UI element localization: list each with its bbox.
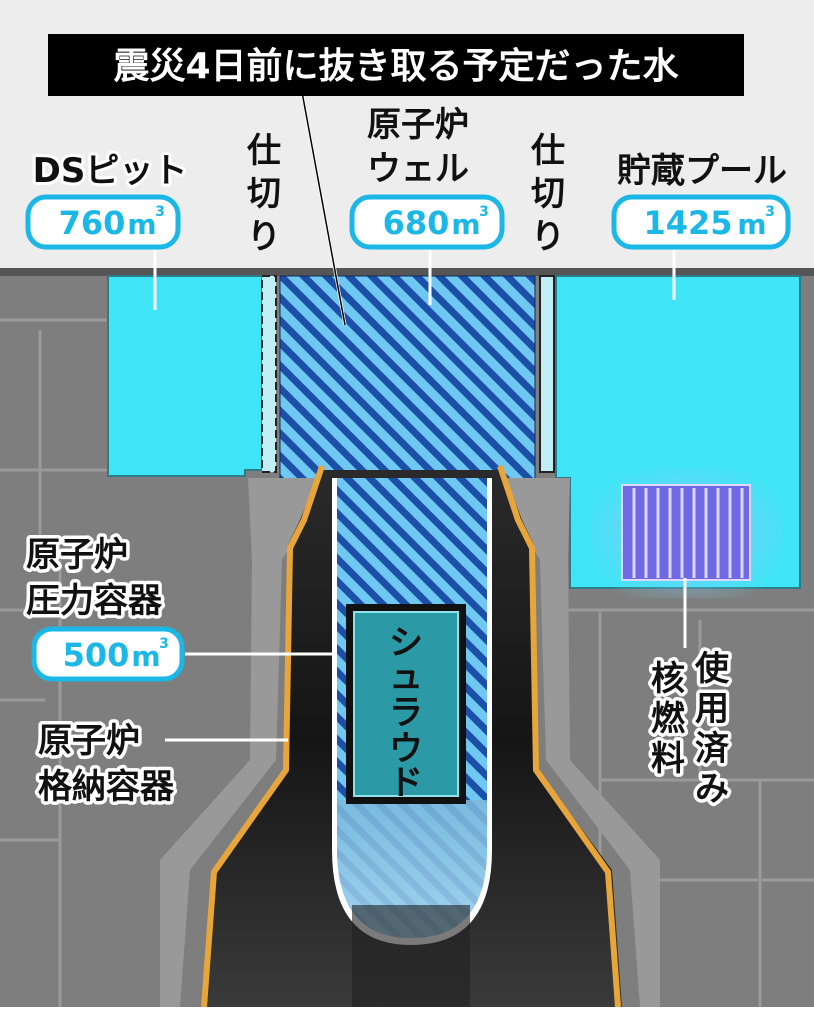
title-text: 震災4日前に抜き取る予定だった水 xyxy=(113,46,679,87)
shield-wall-left xyxy=(160,478,320,1007)
shroud-label: シ ュ ラ ウ ド xyxy=(389,623,423,803)
pressure-vessel-bottom xyxy=(337,800,487,938)
containment-label-2: 格納容器 xyxy=(38,767,175,807)
partition-left-char: 切 xyxy=(247,174,281,214)
shroud-char: ラ xyxy=(389,693,423,733)
containment-label-1: 原子炉 xyxy=(38,721,140,761)
pressure-vessel-volume-badge xyxy=(31,626,185,682)
pedestal xyxy=(352,905,470,1007)
reactor-well-volume: 680 xyxy=(383,204,450,242)
storage-pool-volume-badge xyxy=(611,194,791,250)
ds-pit-label: DSピット xyxy=(33,151,188,191)
pressure-vessel-label-1: 原子炉 xyxy=(26,535,128,575)
title-bar xyxy=(48,34,744,96)
shroud-char: ュ xyxy=(389,657,423,697)
shield-wall-right xyxy=(503,478,660,1007)
reactor-well-label-2: ウェル xyxy=(367,149,469,189)
reactor-well-exp: 3 xyxy=(479,204,489,220)
partition-right-label: 仕 切 り xyxy=(531,131,565,257)
partition-right-char: 切 xyxy=(531,174,565,214)
floor-line xyxy=(0,268,814,276)
storage-pool-exp: 3 xyxy=(765,204,775,220)
partition-left-gate xyxy=(261,275,277,473)
pressure-vessel-exp: 3 xyxy=(159,636,169,652)
partition-right-char: 仕 xyxy=(531,131,565,171)
reactor-well-volume-badge xyxy=(349,194,505,250)
reactor-well-label-1: 原子炉 xyxy=(367,105,469,145)
pressure-vessel-label-2: 圧力容器 xyxy=(26,581,163,621)
shroud-body xyxy=(353,611,459,797)
spent-fuel-char: 用 xyxy=(695,689,729,729)
pressure-vessel-volume: 500 xyxy=(63,636,130,674)
partition-left-label: 仕 切 り xyxy=(247,131,281,257)
partition-right-gate xyxy=(539,275,555,473)
spent-fuel-char: 核 xyxy=(651,659,685,699)
containment-outline-left xyxy=(201,465,325,1008)
partition-right-char: り xyxy=(531,217,565,257)
shroud-char: ウ xyxy=(389,729,423,769)
reactor-well-unit: m xyxy=(451,208,480,241)
ds-pit-exp: 3 xyxy=(155,204,165,220)
spent-fuel-label: 使 用 済 み 核 燃 料 xyxy=(648,646,734,813)
shroud-char: シ xyxy=(389,623,423,663)
storage-pool-unit: m xyxy=(737,208,766,241)
spent-fuel-char: 料 xyxy=(651,739,685,779)
pressure-vessel-unit: m xyxy=(131,640,160,673)
leader-lines-dark xyxy=(301,91,346,326)
spent-fuel-char: み xyxy=(695,769,729,809)
ds-pit-volume-badge xyxy=(25,194,181,250)
partition-left-char: り xyxy=(247,217,281,257)
spent-fuel-char: 使 xyxy=(694,649,730,689)
spent-fuel-char: 済 xyxy=(695,729,730,769)
partition-left-char: 仕 xyxy=(247,131,281,171)
reactor-well-water xyxy=(279,275,536,487)
spent-fuel-rack xyxy=(621,484,751,581)
ds-pit-volume: 760 xyxy=(59,204,126,242)
spent-fuel-char: 燃 xyxy=(651,699,686,739)
storage-pool-label: 貯蔵プール xyxy=(617,151,787,191)
ds-pit-unit: m xyxy=(127,208,156,241)
ds-pit-water xyxy=(107,275,263,477)
containment-outline-right xyxy=(497,465,621,1008)
shroud-char: ド xyxy=(389,763,423,803)
storage-pool-volume: 1425 xyxy=(643,204,732,242)
